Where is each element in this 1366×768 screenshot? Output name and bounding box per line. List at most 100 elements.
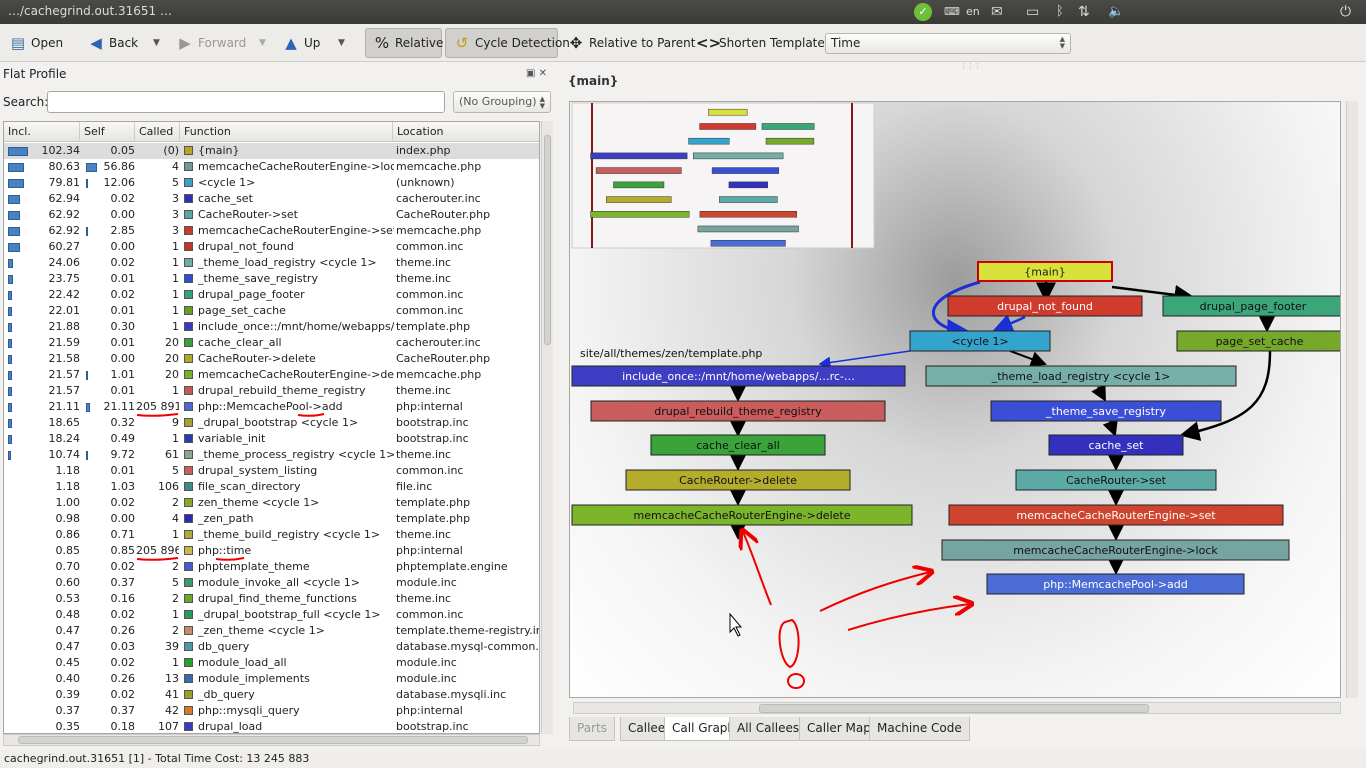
back-button[interactable]: ◀Back xyxy=(80,28,144,58)
keyboard-icon[interactable]: ⌨ xyxy=(944,5,960,18)
graph-node-box[interactable] xyxy=(1048,434,1184,456)
cycle-detection-toggle[interactable]: ↺Cycle Detection xyxy=(445,28,570,58)
graph-node-box[interactable] xyxy=(986,573,1245,595)
graph-node-crd[interactable]: CacheRouter->delete xyxy=(625,469,851,491)
graph-node-inc[interactable]: include_once::/mnt/home/webapps/…rc-… xyxy=(571,365,906,387)
graph-node-box[interactable] xyxy=(590,400,886,422)
col-location[interactable]: Location xyxy=(397,125,444,138)
scroll-thumb[interactable] xyxy=(544,135,551,345)
event-type-select[interactable]: Time▲▼ xyxy=(825,33,1071,54)
back-dropdown-icon[interactable]: ▼ xyxy=(153,38,160,48)
relative-toggle[interactable]: %Relative xyxy=(365,28,443,58)
col-function[interactable]: Function xyxy=(180,122,393,142)
graph-node-box[interactable] xyxy=(650,434,826,456)
call-graph-svg[interactable]: site/all/themes/zen/template.php {main}d… xyxy=(570,102,1341,698)
graph-node-cca[interactable]: cache_clear_all xyxy=(650,434,826,456)
graph-node-box[interactable] xyxy=(1176,330,1341,352)
call-graph-canvas[interactable]: site/all/themes/zen/template.php {main}d… xyxy=(569,101,1341,698)
graph-node-box[interactable] xyxy=(941,539,1290,561)
graph-node-box[interactable] xyxy=(571,365,906,387)
graph-node-box[interactable] xyxy=(1162,295,1341,317)
graph-node-mcd[interactable]: memcacheCacheRouterEngine->delete xyxy=(571,504,913,526)
shorten-templates-toggle[interactable]: <>Shorten Templates xyxy=(690,28,837,58)
keyboard-layout-label[interactable]: en xyxy=(966,5,980,18)
graph-node-tsr[interactable]: _theme_save_registry xyxy=(990,400,1222,422)
graph-node-box[interactable] xyxy=(977,261,1113,282)
tab-machine-code[interactable]: Machine Code xyxy=(869,717,970,741)
mail-icon[interactable]: ✉ xyxy=(991,4,1003,20)
graph-node-box[interactable] xyxy=(947,295,1143,317)
graph-node-box[interactable] xyxy=(990,400,1222,422)
graph-node-dpf[interactable]: drupal_page_footer xyxy=(1162,295,1341,317)
col-self[interactable]: Self xyxy=(80,122,135,142)
search-input[interactable] xyxy=(47,91,445,113)
graph-node-mcs[interactable]: memcacheCacheRouterEngine->set xyxy=(948,504,1284,526)
table-vertical-scrollbar[interactable] xyxy=(541,121,553,734)
col-incl[interactable]: Incl. xyxy=(4,122,80,142)
graph-node-tlr[interactable]: _theme_load_registry <cycle 1> xyxy=(925,365,1237,387)
volume-icon[interactable]: 🔈 xyxy=(1108,4,1125,19)
up-button[interactable]: ▲Up xyxy=(275,28,326,58)
splitter-grip[interactable]: ⋮⋮⋮ xyxy=(960,62,981,70)
graph-node-mpa[interactable]: php::MemcachePool->add xyxy=(986,573,1245,595)
tab-parts[interactable]: Parts xyxy=(569,717,615,741)
graph-node-box[interactable] xyxy=(909,330,1051,352)
tab-all-callees[interactable]: All Callees xyxy=(729,717,808,741)
float-icon[interactable]: ▣ xyxy=(526,68,536,79)
network-icon[interactable]: ⇅ xyxy=(1078,4,1090,20)
graph-node-cyc[interactable]: <cycle 1> xyxy=(909,330,1051,352)
graph-node-drt[interactable]: drupal_rebuild_theme_registry xyxy=(590,400,886,422)
graph-node-box[interactable] xyxy=(1015,469,1217,491)
relative-to-parent-toggle[interactable]: ✥Relative to Parent xyxy=(560,28,701,58)
tab-caller-map[interactable]: Caller Map xyxy=(799,717,879,741)
forward-dropdown-icon[interactable]: ▼ xyxy=(259,38,266,48)
graph-node-cs[interactable]: cache_set xyxy=(1048,434,1184,456)
graph-node-crs[interactable]: CacheRouter->set xyxy=(1015,469,1217,491)
grouping-select[interactable]: (No Grouping)▲▼ xyxy=(453,91,551,113)
scroll-thumb[interactable] xyxy=(759,704,1149,713)
battery-icon[interactable]: ▭ xyxy=(1026,4,1040,20)
scroll-thumb[interactable] xyxy=(18,736,528,744)
graph-node-box[interactable] xyxy=(925,365,1237,387)
graph-node-dnf[interactable]: drupal_not_found xyxy=(947,295,1143,317)
power-icon[interactable]: ⏻ xyxy=(1340,4,1352,20)
up-dropdown-icon[interactable]: ▼ xyxy=(338,38,345,48)
flat-profile-table[interactable]: Incl. Self Called Function Location 102.… xyxy=(3,121,540,734)
col-called[interactable]: Called xyxy=(135,122,180,142)
graph-node-psc[interactable]: page_set_cache xyxy=(1176,330,1341,352)
graph-horizontal-scrollbar[interactable] xyxy=(573,702,1341,714)
table-horizontal-scrollbar[interactable] xyxy=(3,734,540,746)
graph-vertical-scrollbar[interactable] xyxy=(1346,101,1358,698)
